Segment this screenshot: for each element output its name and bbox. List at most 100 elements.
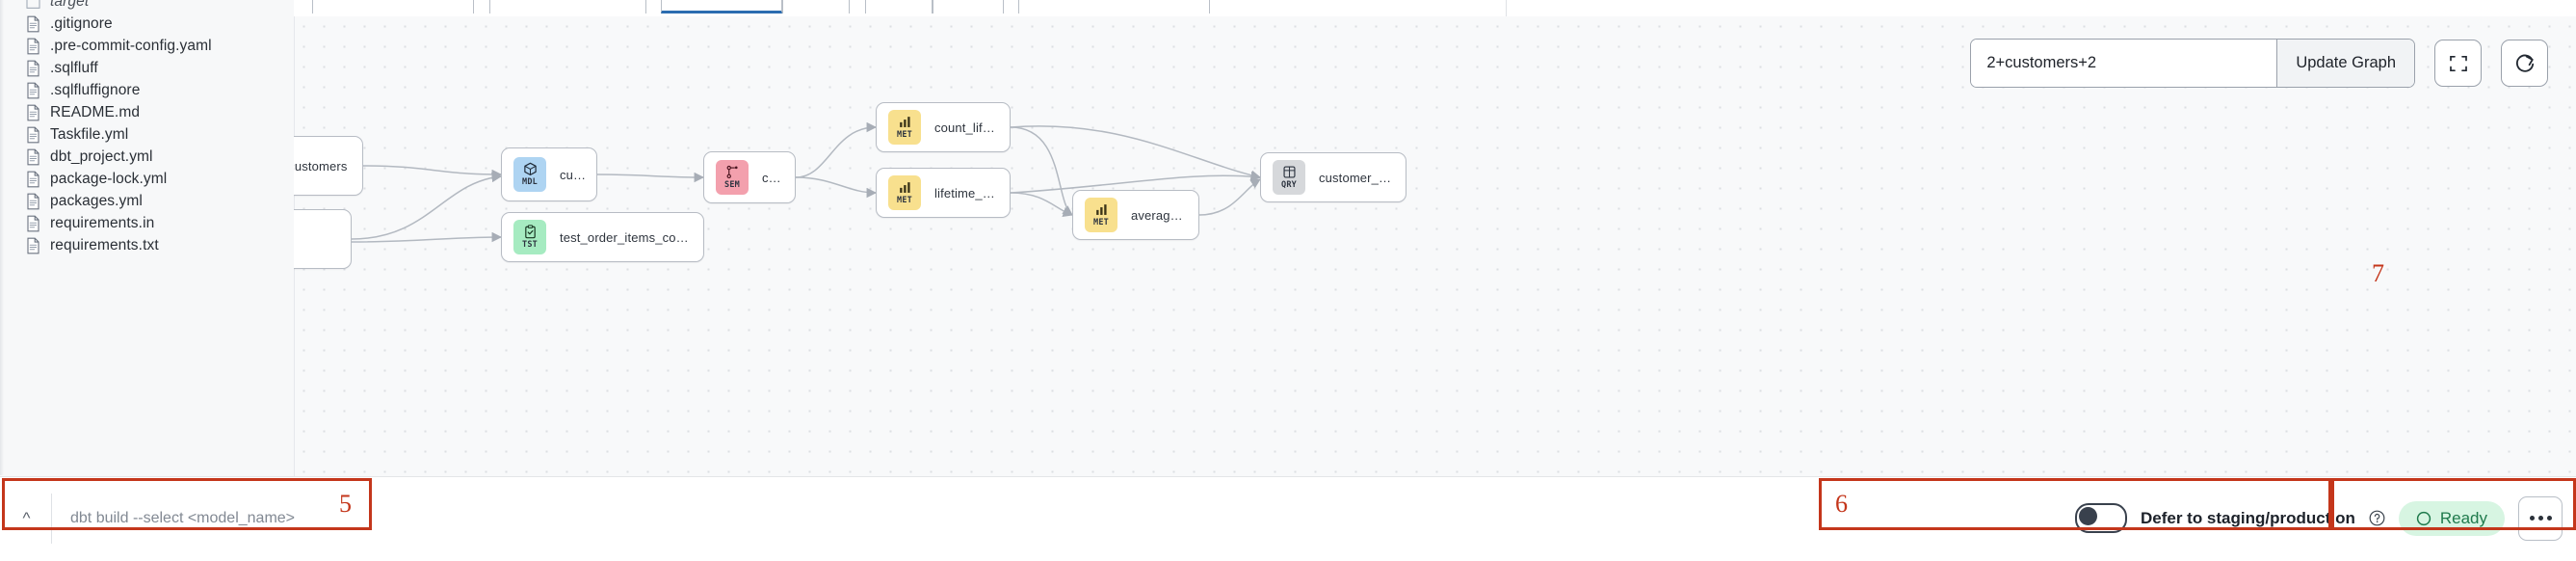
node-label: average_order_value xyxy=(1131,207,1198,223)
file-name: package-lock.yml xyxy=(50,170,168,187)
node-type-label: SEM xyxy=(724,180,740,191)
command-region: ^ xyxy=(2,494,370,544)
graph-selector-group: Update Graph xyxy=(1970,39,2415,88)
semantic-graph-icon xyxy=(726,166,738,179)
file-name: .sqlfluffignore xyxy=(50,81,141,98)
node-type-label: MET xyxy=(1093,218,1109,228)
tab-stub[interactable] xyxy=(782,0,850,13)
file-name: .sqlfluff xyxy=(50,59,98,76)
node-type-label: MET xyxy=(897,196,912,206)
file-list-item[interactable]: .pre-commit-config.yaml xyxy=(0,35,294,57)
file-list-item[interactable]: .sqlfluff xyxy=(0,57,294,79)
file-list-item[interactable]: target xyxy=(0,0,294,13)
node-label: customer_order_metrics xyxy=(1319,170,1406,185)
node-label: count_lifetime_orders xyxy=(934,120,1010,135)
fullscreen-icon-button[interactable] xyxy=(2434,40,2482,87)
graph-toolbar: Update Graph xyxy=(1970,39,2548,88)
file-name: requirements.in xyxy=(50,214,155,231)
ellipsis-dot xyxy=(2529,516,2535,521)
node-label: customers xyxy=(560,167,596,182)
file-name: dbt_project.yml xyxy=(50,147,153,165)
file-name: target xyxy=(50,0,90,10)
graph-node[interactable]: orders xyxy=(294,209,352,269)
node-type-label: TST xyxy=(522,240,538,251)
file-icon xyxy=(27,104,39,120)
refresh-icon xyxy=(2515,54,2534,72)
file-list-item[interactable]: requirements.txt xyxy=(0,234,294,256)
file-list-item[interactable]: requirements.in xyxy=(0,212,294,234)
command-input[interactable] xyxy=(52,509,370,528)
ellipsis-dot xyxy=(2546,516,2552,521)
tab-stub[interactable] xyxy=(865,0,933,13)
bottom-right-controls: Defer to staging/production Ready xyxy=(2046,491,2563,546)
file-name: .pre-commit-config.yaml xyxy=(50,37,212,54)
editor-tab-strip xyxy=(294,0,2576,17)
graph-selector-input[interactable] xyxy=(1971,40,2277,87)
status-badge[interactable]: Ready xyxy=(2398,500,2505,536)
file-list-item[interactable]: .sqlfluffignore xyxy=(0,79,294,101)
node-label: orders xyxy=(294,232,299,247)
file-icon xyxy=(27,171,39,187)
node-type-badge: SEM xyxy=(716,160,749,195)
status-label: Ready xyxy=(2439,508,2487,527)
query-table-icon xyxy=(1282,166,1296,178)
help-circle-icon[interactable] xyxy=(2369,510,2385,526)
file-list-item[interactable]: package-lock.yml xyxy=(0,168,294,190)
tab-stub-active[interactable] xyxy=(661,0,782,13)
node-type-label: MET xyxy=(897,130,912,141)
node-label: customers xyxy=(762,170,795,185)
defer-label: Defer to staging/production xyxy=(2140,508,2355,527)
file-icon xyxy=(27,215,39,231)
node-type-label: QRY xyxy=(1281,180,1297,191)
node-label: lifetime_spend_pretax xyxy=(934,185,1010,200)
graph-node[interactable]: stg_customers xyxy=(294,136,363,196)
file-icon xyxy=(27,15,39,32)
node-type-badge: MET xyxy=(888,175,921,210)
file-list-item[interactable]: dbt_project.yml xyxy=(0,146,294,168)
graph-node[interactable]: MET lifetime_spend_pretax xyxy=(876,168,1011,218)
ellipsis-dot xyxy=(2537,516,2543,521)
update-graph-button[interactable]: Update Graph xyxy=(2276,40,2414,87)
bar-chart-icon xyxy=(899,117,910,128)
node-type-badge: MET xyxy=(888,110,921,145)
file-name: README.md xyxy=(50,103,141,120)
file-icon xyxy=(27,82,39,98)
fullscreen-icon xyxy=(2449,55,2467,71)
sidebar-scrollbar[interactable] xyxy=(0,0,4,475)
file-list-item[interactable]: README.md xyxy=(0,101,294,123)
ellipsis-icon-button[interactable] xyxy=(2518,495,2563,541)
file-name: packages.yml xyxy=(50,192,143,209)
cube-icon xyxy=(523,162,537,176)
refresh-icon-button[interactable] xyxy=(2501,40,2548,87)
file-list: target .gitignore .pre-commit-config.yaml.… xyxy=(0,0,294,256)
node-type-badge: MDL xyxy=(513,157,546,192)
toggle-knob xyxy=(2078,507,2097,525)
clipboard-check-icon xyxy=(524,225,536,239)
file-icon xyxy=(27,193,39,209)
graph-node[interactable]: TSTtest_order_items_compute_to_bools… xyxy=(501,212,704,262)
graph-node[interactable]: MET average_order_value xyxy=(1072,190,1199,240)
file-name: Taskfile.yml xyxy=(50,125,129,143)
lineage-graph-canvas[interactable]: stg_customersorders MDL customersTSTtest_o… xyxy=(294,16,2576,477)
graph-node[interactable]: MET count_lifetime_orders xyxy=(876,102,1011,152)
tab-stub[interactable] xyxy=(1018,0,1210,13)
bottom-command-bar: ^ Defer to staging/production Ready xyxy=(0,476,2576,561)
node-type-badge: MET xyxy=(1085,198,1117,232)
chevron-up-icon[interactable]: ^ xyxy=(2,494,52,544)
defer-toggle[interactable] xyxy=(2074,503,2127,533)
tab-stub[interactable] xyxy=(312,0,474,13)
file-list-item[interactable]: Taskfile.yml xyxy=(0,123,294,146)
graph-node[interactable]: SEM customers xyxy=(703,151,796,203)
graph-node[interactable]: MDL customers xyxy=(501,147,597,201)
node-type-label: MDL xyxy=(522,177,538,188)
file-list-item[interactable]: packages.yml xyxy=(0,190,294,212)
tab-stub[interactable] xyxy=(489,0,646,13)
bar-chart-icon xyxy=(1095,204,1107,216)
tab-stub[interactable] xyxy=(933,0,1004,13)
file-icon xyxy=(27,237,39,254)
graph-node[interactable]: QRY customer_order_metrics xyxy=(1260,152,1406,202)
file-icon xyxy=(27,148,39,165)
lineage-edges xyxy=(351,121,1262,243)
file-list-item[interactable]: .gitignore xyxy=(0,13,294,35)
